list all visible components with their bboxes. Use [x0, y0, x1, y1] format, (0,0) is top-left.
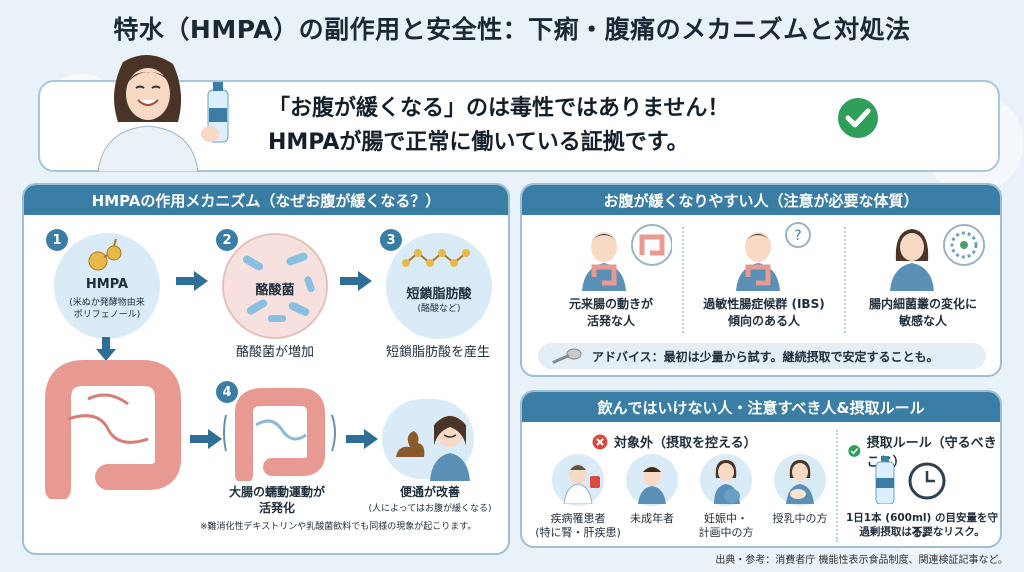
- advice-bar: アドバイス：最初は少量から試す。継続摂取で安定することも。: [538, 343, 986, 369]
- excluded-3-line-2: 計画中の方: [698, 526, 754, 539]
- rules-divider: [836, 430, 838, 542]
- person-2-caption: 過敏性腸症候群 (IBS) 傾向のある人: [684, 295, 844, 329]
- rule-line-2: 過剰摂取は不要なリスク。: [859, 526, 985, 538]
- step-4-number: 4: [216, 381, 238, 403]
- water-bottle-icon: [875, 456, 895, 504]
- step-3-inner-label: 短鎖脂肪酸: [406, 287, 472, 302]
- step-1-sub2: ポリフェノール): [73, 310, 141, 320]
- intake-rules-panel: 飲んではいけない人・注意すべき人&摂取ルール 対象外（摂取を控える） 疾病罹患者…: [520, 390, 1002, 548]
- spoon-icon: [552, 348, 582, 364]
- excluded-title-text: 対象外（摂取を控える）: [614, 436, 757, 451]
- excluded-2-line-1: 未成年者: [630, 512, 674, 525]
- svg-text:?: ?: [794, 228, 801, 244]
- arrow-right-icon: [340, 271, 372, 291]
- column-divider: [682, 227, 684, 333]
- step-3-number: 3: [380, 229, 402, 251]
- woman-with-gut-flora-illustration: [890, 224, 985, 291]
- step-4-caption-2: 活発化: [258, 501, 295, 515]
- mechanism-heading: HMPAの作用メカニズム（なぜお腹が緩くなる？）: [24, 185, 508, 215]
- clock-icon: [908, 462, 946, 500]
- person-3-line-1: 腸内細菌叢の変化に: [868, 297, 977, 311]
- arrow-down-icon: [96, 337, 116, 361]
- rule-line-1: 1日1本 (600ml) の目安量を守る。: [846, 512, 998, 539]
- excluded-1-line-1: 疾病罹患者: [550, 512, 606, 525]
- excluded-1-line-2: (特に腎・肝疾患): [535, 526, 621, 539]
- banner-line-1: 「お腹が緩くなる」のは毒性ではありません！: [268, 96, 730, 121]
- nursing-mother-icon: [786, 460, 814, 504]
- relieved-woman-illustration: [396, 415, 470, 481]
- sensitive-heading: お腹が緩くなりやすい人（注意が必要な体質）: [522, 185, 1000, 215]
- person-3-caption: 腸内細菌叢の変化に 敏感な人: [848, 295, 998, 329]
- step-1-title: HMPA: [85, 277, 129, 292]
- mechanism-note: ※難消化性デキストリンや乳酸菌飲料でも同様の現象が起こります。: [200, 522, 477, 532]
- banner-message: 「お腹が緩くなる」のは毒性ではありません！ HMPAが腸で正常に働いている証拠で…: [268, 92, 828, 160]
- step-1-sub: (米ぬか発酵物由来: [69, 298, 145, 308]
- child-icon: [638, 466, 666, 504]
- step-3-caption: 短鎖脂肪酸を産生: [385, 345, 490, 360]
- excluded-4-line-1: 授乳中の方: [772, 512, 828, 525]
- man-with-intestine-illustration: [582, 224, 672, 291]
- arrow-right-icon: [346, 429, 378, 449]
- person-1-caption: 元来腸の動きが 活発な人: [536, 295, 686, 329]
- person-3-line-2: 敏感な人: [898, 314, 947, 328]
- excluded-title: 対象外（摂取を控える）: [592, 432, 757, 451]
- person-1-line-1: 元来腸の動きが: [568, 297, 653, 311]
- step-1-number: 1: [46, 229, 68, 251]
- confused-man-illustration: ?: [736, 222, 811, 291]
- column-divider: [844, 227, 846, 333]
- key-message-banner: [38, 80, 1000, 172]
- arrow-right-icon: [190, 429, 222, 449]
- step-2-caption: 酪酸菌が増加: [235, 345, 314, 360]
- rule-title: 摂取ルール（守るべきこと）: [848, 432, 1000, 470]
- person-1-line-2: 活発な人: [586, 314, 635, 328]
- check-circle-icon: [838, 98, 878, 138]
- excluded-3-line-1: 妊娠中・: [704, 512, 748, 525]
- rules-heading: 飲んではいけない人・注意すべき人&摂取ルール: [522, 392, 1000, 422]
- butyric-bacteria-icon: [242, 252, 315, 322]
- step-3-inner-sub: (酪酸など): [417, 304, 461, 314]
- smiling-woman-with-bottle-illustration: [97, 54, 229, 172]
- check-circle-icon: [848, 445, 861, 457]
- arrow-right-icon: [176, 271, 208, 291]
- person-2-line-2: 傾向のある人: [727, 314, 800, 328]
- source-footer: 出典・参考：消費者庁 機能性表示食品制度、関連検証記事など。: [715, 555, 1008, 566]
- result-caption-1: 便通が改善: [399, 485, 460, 499]
- advice-text: アドバイス：最初は少量から試す。継続摂取で安定することも。: [592, 349, 939, 364]
- banner-line-2: HMPAが腸で正常に働いている証拠です。: [268, 130, 689, 155]
- mechanism-panel: HMPAの作用メカニズム（なぜお腹が緩くなる？） 1 HMPA (米ぬか発酵物由…: [22, 183, 510, 555]
- hmpa-molecule-icon: [88, 239, 122, 271]
- step-2-number: 2: [216, 229, 238, 251]
- step-2-inner-label: 酪酸菌: [255, 283, 295, 298]
- pregnant-woman-icon: [714, 460, 740, 504]
- fatty-acid-chain-icon: [402, 249, 470, 267]
- person-2-line-1: 過敏性腸症候群 (IBS): [703, 297, 825, 311]
- step-4-caption-1: 大腸の蠕動運動が: [228, 485, 325, 499]
- active-intestine-illustration: [223, 388, 336, 481]
- page-title: 特水（HMPA）の副作用と安全性：下痢・腹痛のメカニズムと対処法: [113, 15, 911, 44]
- large-intestine-illustration: [45, 360, 181, 499]
- cross-circle-icon: [592, 434, 608, 449]
- result-caption-2: (人によってはお腹が緩くなる): [368, 504, 492, 514]
- sensitive-people-panel: お腹が緩くなりやすい人（注意が必要な体質） 元来腸の動きが 活発な人 ? 過敏性…: [520, 183, 1002, 377]
- patient-doctor-icon: [563, 464, 600, 504]
